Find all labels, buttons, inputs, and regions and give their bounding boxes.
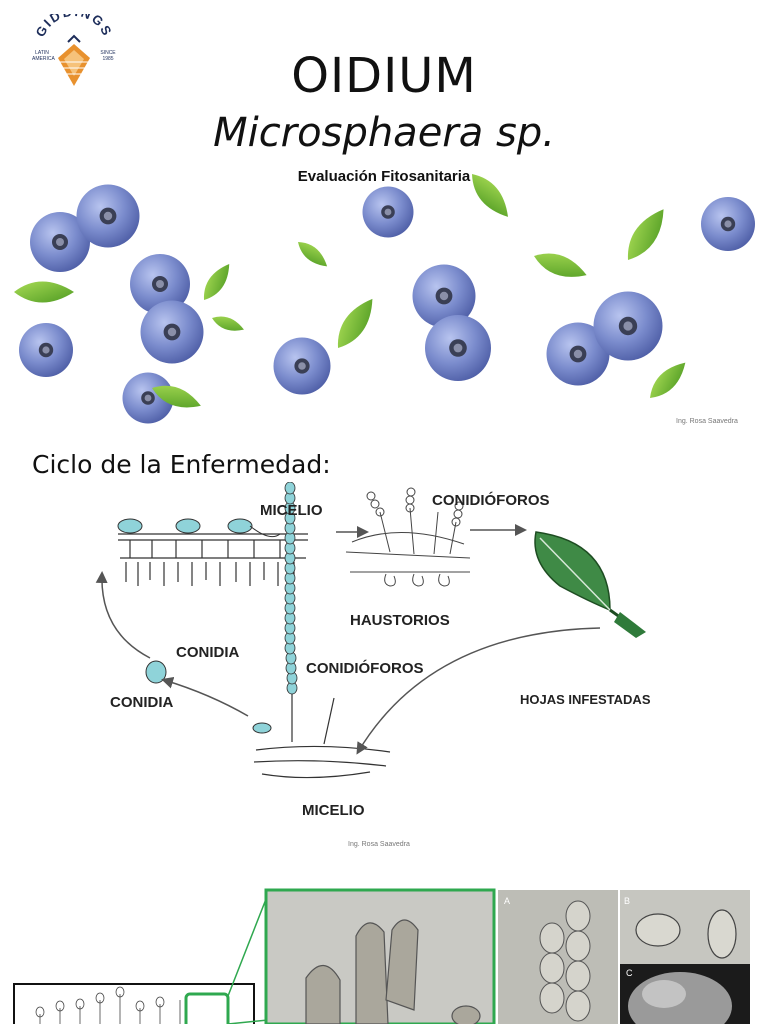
label-hojas-infestadas: HOJAS INFESTADAS [520,692,651,707]
plant-tissue-drawing [118,534,308,586]
infested-leaf-icon [535,532,646,638]
label-conidia-upper: CONIDIA [176,644,239,661]
label-conidioforos-top: CONIDIÓFOROS [432,492,550,509]
label-conidioforos-mid: CONIDIÓFOROS [306,660,424,677]
berry-group [19,185,755,424]
disease-cycle-diagram: MICELIO CONIDIÓFOROS HAUSTORIOS CONIDIA … [90,482,690,842]
author-credit-bottom: Ing. Rosa Saavedra [348,841,410,848]
page-subtitle: Microsphaera sp. [0,110,768,156]
panel-c-label: C [626,968,633,978]
author-credit-top: Ing. Rosa Saavedra [676,418,738,425]
label-micelio-top: MICELIO [260,502,323,519]
micrograph-strip: A B C [0,880,768,1024]
panel-b-label: B [624,896,630,906]
panel-a-label: A [504,896,510,906]
label-micelio-bottom: MICELIO [302,802,365,819]
cycle-heading: Ciclo de la Enfermedad: [32,450,331,479]
page-title: OIDIUM [0,48,768,104]
tagline: Evaluación Fitosanitaria [0,168,768,185]
label-conidia-lower: CONIDIA [110,694,173,711]
label-haustorios: HAUSTORIOS [350,612,450,629]
blueberries-illustration [0,170,768,432]
